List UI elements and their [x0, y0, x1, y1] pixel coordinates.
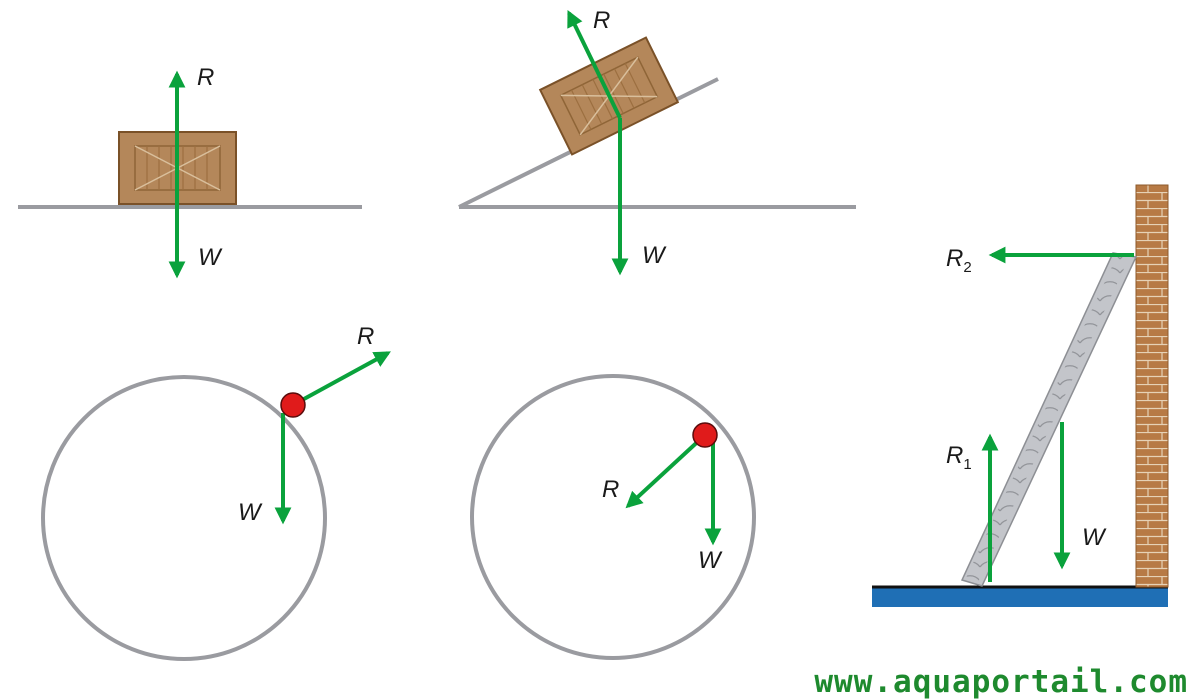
label-W: W	[238, 499, 263, 526]
label-R2: R2	[946, 245, 972, 276]
label-W: W	[1082, 524, 1107, 551]
label-W: W	[198, 244, 223, 271]
watermark-text: www.aquaportail.com	[814, 664, 1188, 700]
loop-track	[41, 375, 327, 661]
label-R1: R1	[946, 442, 972, 473]
loop-track	[470, 374, 756, 660]
reaction-arrow-R	[567, 9, 622, 119]
reaction-arrow-R	[625, 433, 707, 509]
ladder	[960, 252, 1138, 587]
label-W: W	[642, 242, 667, 269]
label-R: R	[593, 7, 610, 34]
label-R: R	[357, 323, 374, 350]
ladder-panel: R2 R1 W	[872, 184, 1169, 607]
label-R: R	[197, 64, 214, 91]
label-R: R	[602, 476, 619, 503]
ball	[692, 422, 718, 448]
crate-flat-panel: R W	[18, 64, 362, 279]
ball	[280, 392, 306, 418]
crate-incline-panel: R W	[458, 7, 856, 276]
ball-outside-panel: R W	[41, 323, 391, 661]
label-W: W	[698, 547, 723, 574]
floor-water	[872, 587, 1168, 607]
brick-wall	[1135, 184, 1169, 588]
reaction-arrow-R	[292, 351, 391, 407]
ball-inside-panel: R W	[470, 374, 756, 660]
